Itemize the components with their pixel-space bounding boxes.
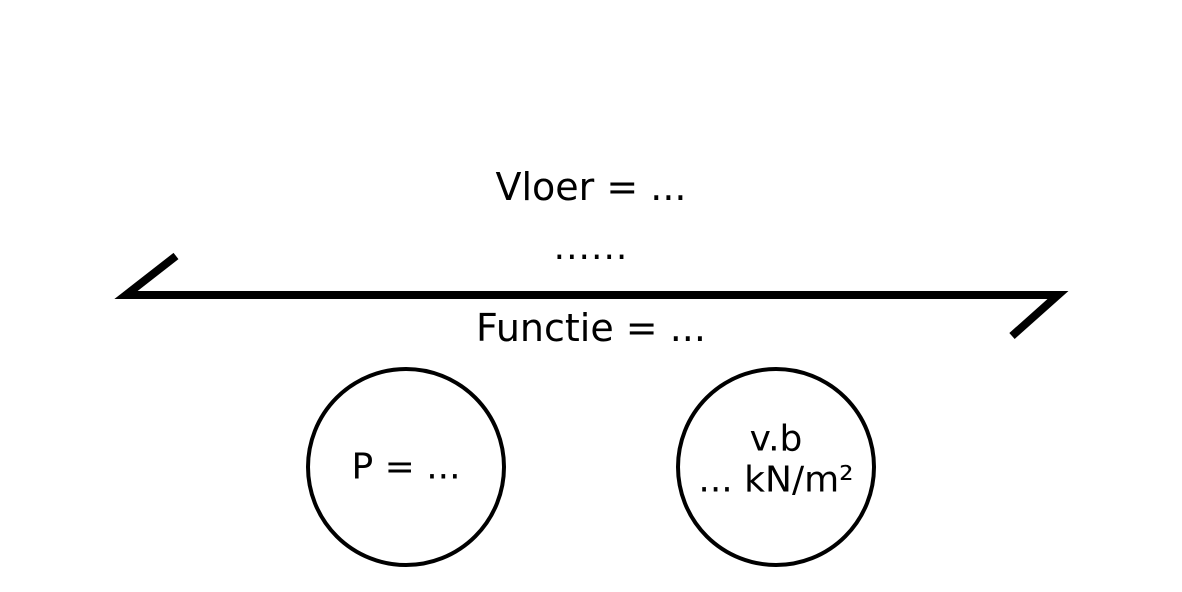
persons-label: P = ... <box>351 446 461 488</box>
floor-slab-line <box>114 252 1069 339</box>
load-circle <box>676 367 876 567</box>
load-label-line2: ... kN/m² <box>698 460 854 501</box>
floor-title: Vloer = ... <box>495 165 687 209</box>
floor-dots: ...... <box>553 227 629 268</box>
load-label: v.b ... kN/m² <box>698 419 853 502</box>
persons-circle <box>306 367 506 567</box>
load-label-line1: v.b <box>749 418 803 460</box>
function-label: Functie = ... <box>476 306 706 350</box>
